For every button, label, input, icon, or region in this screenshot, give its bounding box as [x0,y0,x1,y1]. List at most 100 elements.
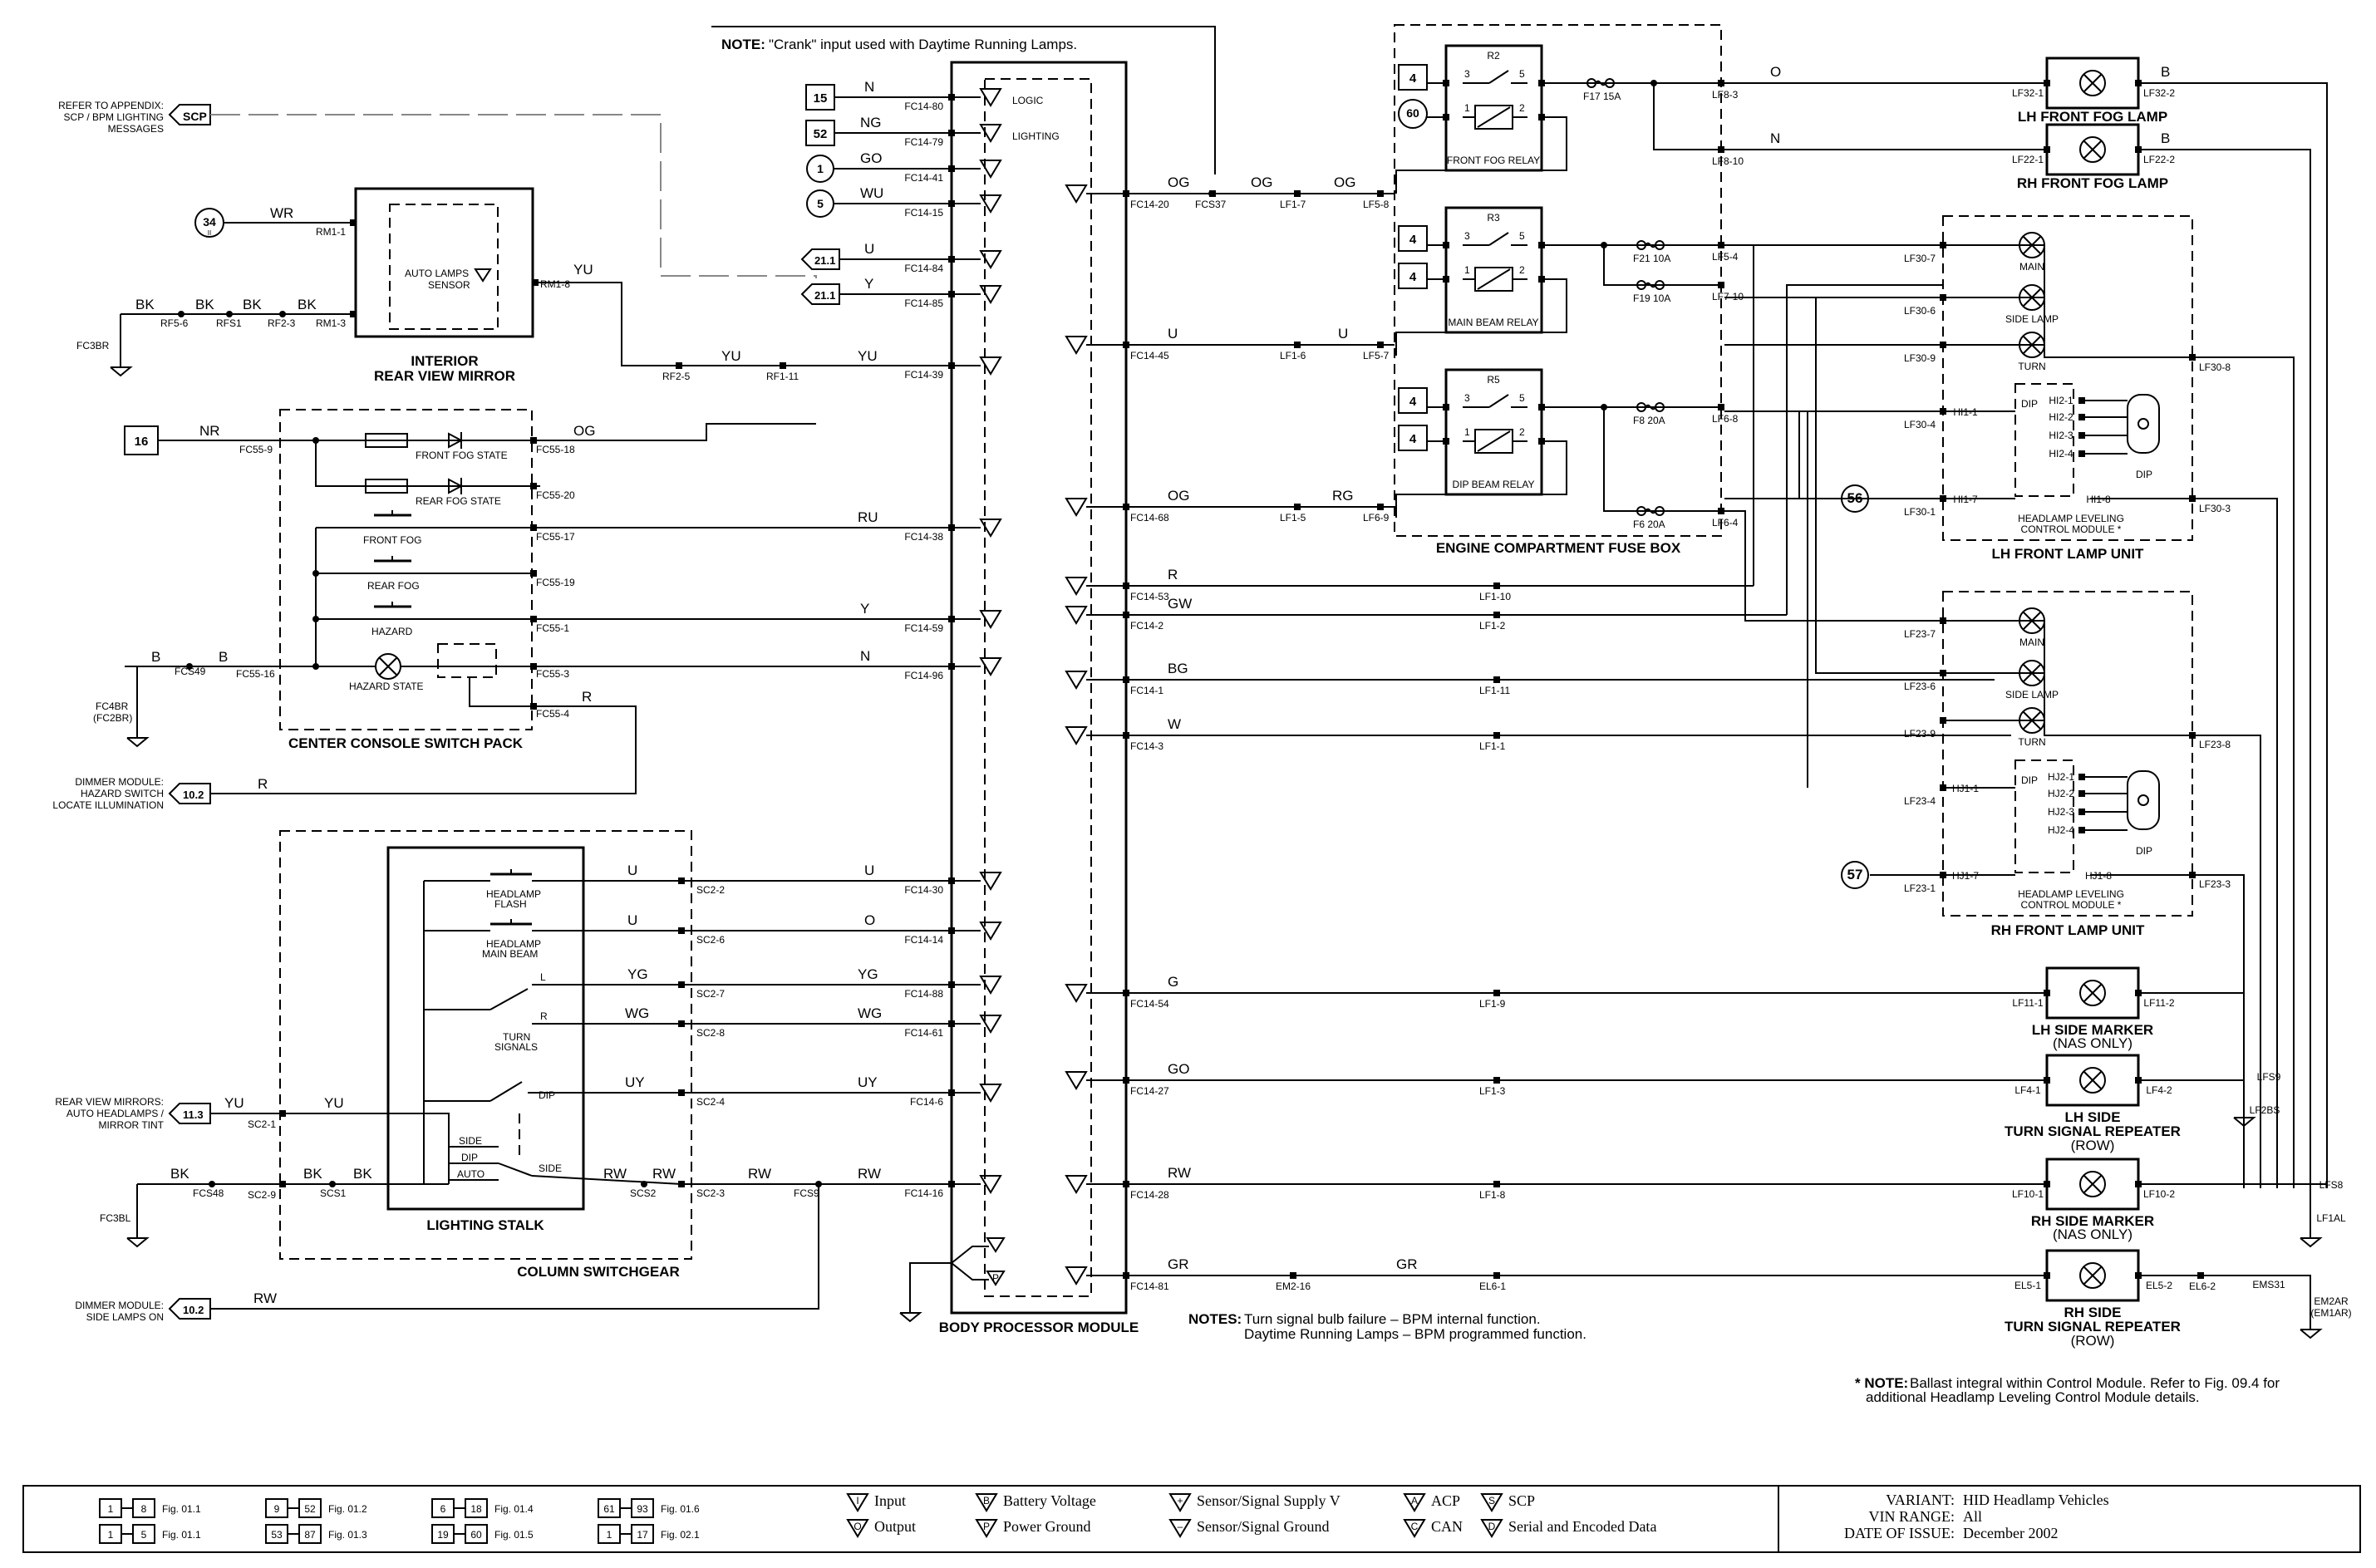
ballast-prefix: * NOTE: [1855,1375,1908,1391]
lamp-wire [1724,510,1943,622]
legend-symbol-icon [1168,1493,1192,1512]
lamp-wire [2192,735,2261,1188]
lamp-pin [1940,342,1946,348]
wire-rw-dimmer: RW [253,1290,277,1306]
label-r: R [540,1010,548,1022]
ground-icon [2233,1117,2256,1128]
fusebox-pin-label: LF8-3 [1712,89,1739,101]
bpm-input-symbol [979,657,1002,676]
wire-u-bpm84: U [864,241,874,257]
relay-coil-diag [1477,430,1511,452]
bpm-input-pin-label: FC14-96 [904,670,943,681]
lamp-pin [1940,294,1946,301]
splice-fcs49: FCS49 [175,666,206,677]
bpm-output-pin [1123,732,1129,739]
wire-y-hazard: Y [860,601,869,617]
wire-wg-1: WG [625,1005,649,1021]
legend-ref-a-text: 53 [271,1529,283,1541]
legend-ref-a-text: 1 [108,1503,114,1515]
bpm-output-symbol [1065,336,1088,355]
bpm-output-pin [1123,342,1129,348]
splice-fcs37 [1208,190,1215,197]
relay-pin-label: 2 [1519,426,1525,438]
lamp-text: (EM1AR) [2310,1307,2351,1319]
label-logic: LOGIC [1012,95,1044,106]
lamp-text: DIP [2021,774,2038,786]
lamp-text: SIDE LAMP [2005,313,2059,325]
relay-pin-label: 5 [1519,68,1525,80]
label-dip: DIP [539,1089,555,1101]
pin-sc2-4: SC2-4 [696,1096,725,1108]
lamp-text: LF11-2 [2143,997,2174,1009]
lamp-text: LF30-3 [2199,503,2231,514]
mid-connector-label: LF5-8 [1363,199,1390,210]
vin-value: All [1963,1508,1982,1525]
mid-connector [1493,1181,1500,1187]
legend-ref-b [465,1498,488,1518]
wire-rw-bpm: RW [858,1166,881,1182]
lamp-text: HJ2-1 [2048,771,2074,783]
feed-ref-16: 16 [135,435,149,449]
wire-bk-3: BK [243,297,262,312]
bpm-input-pin-label: FC14-88 [904,988,943,1000]
legend-symbol-label: Battery Voltage [1003,1492,1096,1509]
legend-symbol-icon [1403,1519,1426,1538]
wire-u-main: U [627,912,637,928]
bpm-input-pin-label: FC14-14 [904,934,943,946]
label-l: L [540,971,546,983]
wire-n-hazard: N [860,648,870,664]
lamp-wire [1786,284,1943,615]
pin-sc2-8: SC2-8 [696,1027,725,1039]
bpm-notes: NOTES: Turn signal bulb failure – BPM in… [1188,1311,1586,1342]
note-prefix: NOTE: [721,37,765,52]
label-front-fog-state: FRONT FOG STATE [416,450,508,461]
lamp-text: LF10-1 [2012,1188,2044,1200]
wire-r-dimmer: R [258,776,268,792]
bpm-input-symbol [979,88,1002,107]
relay-coil-diag [1477,268,1511,290]
scp-ref-line-2: SCP / BPM LIGHTING [64,111,164,123]
legend-ref-b [631,1524,654,1544]
relay-pin-label: 2 [1519,264,1525,276]
bpm-output-pin-label: FC14-20 [1130,199,1169,210]
relay-return [1395,440,1567,518]
fusebox-pin-label: LF5-4 [1712,251,1739,263]
stalk-title: LIGHTING STALK [426,1217,544,1233]
legend-ref-a-text: 19 [437,1529,449,1541]
ground-fc2br: (FC2BR) [93,712,132,724]
lamp-cross [2083,1070,2103,1090]
relay-pin-label: 1 [1464,264,1470,276]
bpm-output-pin-label: FC14-27 [1130,1085,1169,1097]
relay-coil-diag [1477,106,1511,128]
mid-connector-label: LF1-5 [1280,512,1306,523]
lamp-pin [1940,408,1946,415]
lamp-wire [2192,356,2295,1188]
notes-line-1: Turn signal bulb failure – BPM internal … [1244,1311,1541,1327]
splice-rf1-11: RF1-11 [766,371,799,382]
ground-fc3bl: FC3BL [100,1212,131,1224]
bpm-output-pin [1123,1181,1129,1187]
mid-connector-label: LF1-7 [1280,199,1306,210]
ground-fc4br: FC4BR [96,700,129,712]
lamp-text: DIP [2021,398,2038,410]
legend-symbol-char: I [856,1495,858,1507]
bpm-output-pin-label: FC14-54 [1130,998,1169,1010]
mid-connector-label: EL6-1 [1479,1280,1506,1292]
lamp-text: LF32-1 [2012,87,2044,99]
vin-label: VIN RANGE: [1869,1508,1955,1525]
mid-connector [1493,990,1500,996]
mid-connector-label: LF1-11 [1479,685,1510,696]
mid-connector [1493,612,1500,618]
console-title: CENTER CONSOLE SWITCH PACK [288,735,524,751]
lamp-text: LH FRONT FOG LAMP [2018,109,2167,125]
lamp-text: (NAS ONLY) [2053,1035,2132,1051]
lamp-text: TURN SIGNAL REPEATER [2005,1123,2181,1139]
wire-ng-bpm: NG [860,115,882,130]
wire-wr: WR [270,205,293,221]
label-front-fog: FRONT FOG [363,534,421,546]
lamp-text: LF1AL [2316,1212,2346,1224]
fusebox-pin [1718,508,1724,514]
mirrors-tag: 11.3 [183,1108,204,1121]
wire-n-fog: N [1770,130,1780,146]
bpm-input-pin-label: FC14-59 [904,622,943,634]
